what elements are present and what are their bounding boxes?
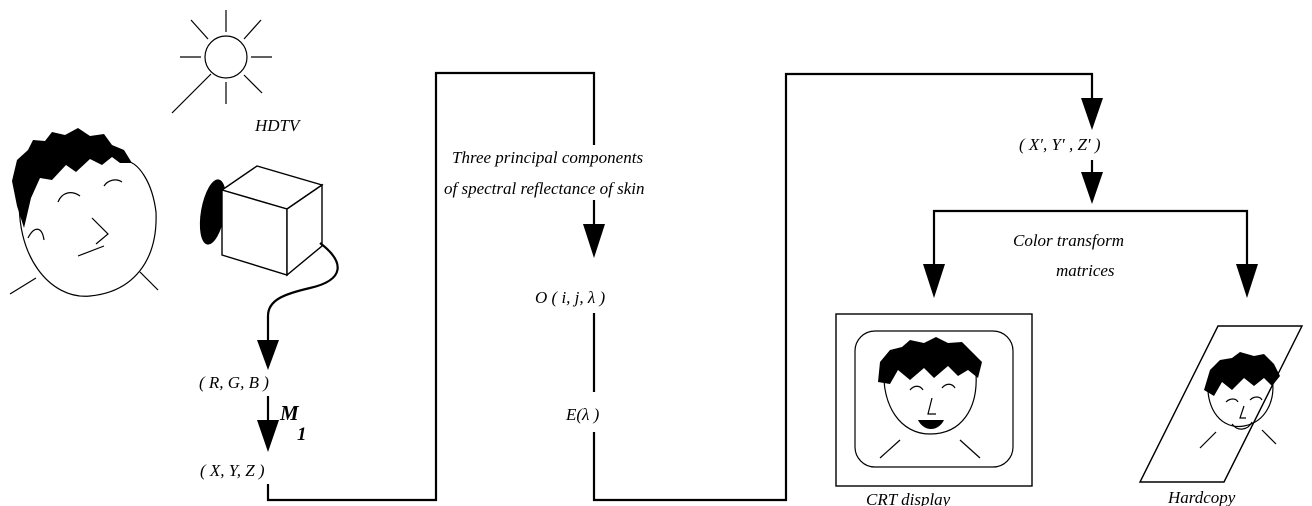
arrow-to-xyz-prime <box>1081 98 1103 130</box>
hdtv-camera-icon <box>199 165 324 277</box>
arrow-to-crt <box>923 264 945 298</box>
crt-label: CRT display <box>866 490 951 506</box>
hardcopy-label: Hardcopy <box>1167 488 1236 506</box>
m1-subscript: 1 <box>297 424 307 445</box>
arrow-to-transform <box>1081 172 1103 204</box>
xyz-label: ( X, Y, Z ) <box>200 461 265 480</box>
crt-display-icon <box>835 313 1033 487</box>
components-label-line2: of spectral reflectance of skin <box>444 179 644 198</box>
sun-icon <box>171 10 272 114</box>
subject-face-icon <box>9 128 159 297</box>
branch-connector <box>932 209 1249 266</box>
arrow-to-hardcopy <box>1236 264 1258 298</box>
m1-label: M <box>279 401 300 425</box>
components-label-line1: Three principal components <box>452 148 643 167</box>
e-func-label: E(λ ) <box>565 405 600 424</box>
o-func-label: O ( i, j, λ ) <box>535 288 605 307</box>
xyz-prime-label: ( X′, Y′ , Z′ ) <box>1019 135 1101 154</box>
connector-e-to-xyz-prime <box>592 72 1094 502</box>
rgb-label: ( R, G, B ) <box>199 373 269 392</box>
camera-label: HDTV <box>254 116 302 135</box>
transform-label-line2: matrices <box>1056 261 1115 280</box>
connector-xyz-to-components <box>266 71 596 502</box>
arrow-to-xyz <box>257 420 279 452</box>
hardcopy-icon <box>1138 325 1304 483</box>
camera-cable <box>266 242 339 346</box>
transform-label-line1: Color transform <box>1013 231 1124 250</box>
arrow-to-o-func <box>583 224 605 258</box>
arrow-to-rgb <box>257 340 279 370</box>
